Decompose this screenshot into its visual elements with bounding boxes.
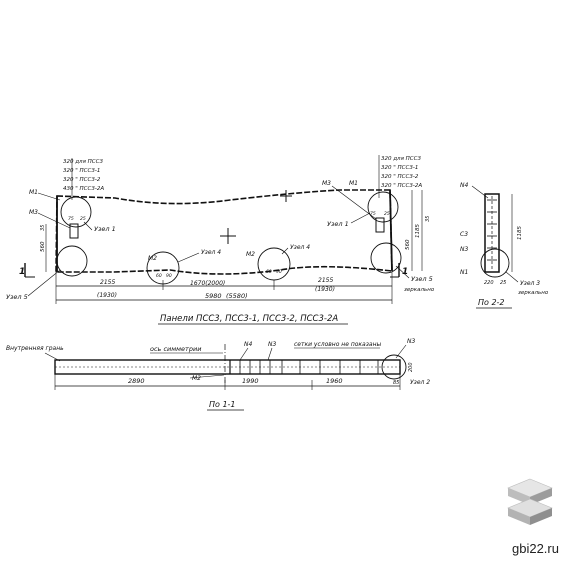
- label-uzel5-left: Узел 5: [6, 293, 28, 301]
- section22-mirror: зеркально: [518, 290, 549, 296]
- section11-reinforcement: [229, 360, 379, 374]
- section11-dim-5: 200: [408, 362, 414, 372]
- dim-mid: 1670(2000): [190, 280, 225, 287]
- section22-label-n1: N1: [460, 269, 468, 276]
- dim-right-span-alt: (1930): [315, 286, 335, 293]
- dim-90-a: 90: [166, 273, 172, 279]
- label-uzel1-right: Узел 1: [327, 220, 349, 228]
- section22-caption: По 2-2: [478, 298, 505, 307]
- panel-elevation: 320 для ПСС3 320 " ПСС3-1 320 " ПСС3-2 4…: [6, 155, 435, 304]
- section11-dim-2: 1990: [242, 377, 259, 385]
- embedded-m3-right: [375, 217, 385, 233]
- dim-right-small: 35: [425, 216, 431, 222]
- dim-25-b: 25: [384, 211, 390, 217]
- label-m1-right: М1: [349, 180, 358, 187]
- label-uzel5-right: Узел 5: [411, 275, 433, 283]
- dim-left-small: 35: [40, 225, 46, 231]
- dim-total: 5980: [205, 292, 222, 300]
- dim-25-a: 25: [80, 216, 86, 222]
- section-1-1: Внутренняя грань ось симметрии N4 N3 сет…: [6, 338, 430, 411]
- panel-title: Панели ПСС3, ПСС3-1, ПСС3-2, ПСС3-2А: [160, 314, 338, 324]
- section-mark-right: 1: [402, 267, 408, 277]
- section11-n4: N4: [244, 341, 252, 348]
- section22-outline: [484, 193, 500, 273]
- section11-uzel2: Узел 2: [410, 379, 430, 386]
- right-note-2: 320 " ПСС3-1: [381, 165, 418, 171]
- label-m3-left: М3: [29, 209, 38, 216]
- section11-dim-4: 85: [393, 380, 399, 386]
- label-uzel4-top: Узел 4: [201, 249, 221, 256]
- section22-node3-circle: [480, 248, 510, 278]
- dim-left-height: 560: [40, 241, 46, 252]
- left-note-4: 430 " ПСС3-2А: [63, 186, 104, 192]
- dim-right-height: 560: [405, 239, 411, 250]
- site-logo: [507, 478, 553, 525]
- section11-inner-face: Внутренняя грань: [6, 345, 64, 352]
- left-note-1: 320 для ПСС3: [63, 159, 103, 165]
- dim-75-a: 75: [68, 216, 74, 222]
- right-notes: 320 для ПСС3 320 " ПСС3-1 320 " ПСС3-2 3…: [378, 155, 422, 198]
- section22-height: 1185: [517, 226, 523, 240]
- site-watermark: gbi22.ru: [512, 541, 559, 556]
- dim-right-total: 1185: [415, 224, 421, 238]
- panel-outline: [55, 189, 393, 275]
- node5-circle-right: [370, 242, 402, 274]
- section22-width-2: 25: [500, 280, 506, 286]
- node1-circle-left: [60, 196, 92, 228]
- section22-label-c3: С3: [460, 231, 468, 238]
- section22-width-1: 220: [484, 280, 494, 286]
- section-mark-left: 1: [19, 267, 25, 277]
- section22-uzel3: Узел 3: [520, 280, 540, 287]
- label-m3-right: М3: [322, 180, 331, 187]
- dim-left-span-alt: (1930): [97, 292, 117, 299]
- section11-dim-3: 1960: [326, 377, 343, 385]
- section22-label-n4: N4: [460, 182, 468, 189]
- right-note-1: 320 для ПСС3: [381, 156, 421, 162]
- dim-90-b: 90: [276, 269, 282, 275]
- section11-n3b: N3: [407, 338, 415, 345]
- right-edge: [389, 189, 393, 272]
- dim-60-b: 60: [266, 269, 272, 275]
- embedded-m3-left: [69, 223, 79, 239]
- left-notes: 320 для ПСС3 320 " ПСС3-1 320 " ПСС3-2 4…: [63, 158, 104, 200]
- label-m2-right: М2: [246, 251, 255, 258]
- dim-60-a: 60: [156, 273, 162, 279]
- node1-circle-right: [367, 191, 399, 223]
- section11-node2-circle: [381, 354, 407, 380]
- section11-caption: По 1-1: [209, 400, 236, 409]
- right-note-4: 320 " ПСС3-2А: [381, 183, 422, 189]
- label-mirror-right: зеркально: [404, 287, 435, 293]
- section-2-2: 1185 N4 С3 N3 N1 220 25 Узел 3 зеркально…: [460, 182, 549, 309]
- left-note-3: 320 " ПСС3-2: [63, 177, 101, 183]
- node5-circle-left: [56, 245, 88, 277]
- node4-circle-right: [257, 247, 291, 281]
- right-note-3: 320 " ПСС3-2: [381, 174, 419, 180]
- section11-dim-1: 2890: [128, 377, 145, 385]
- dim-total-alt: (5580): [226, 292, 248, 300]
- label-uzel1-left: Узел 1: [94, 225, 116, 233]
- label-uzel4-right: Узел 4: [290, 244, 310, 251]
- section11-note: сетки условно не показаны: [294, 341, 382, 348]
- section22-label-n3: N3: [460, 246, 468, 253]
- label-m1-left: М1: [29, 189, 38, 196]
- dim-75-b: 75: [370, 211, 376, 217]
- section11-n3a: N3: [268, 341, 276, 348]
- section11-axis: ось симметрии: [150, 345, 201, 353]
- dim-right-span: 2155: [318, 277, 333, 284]
- label-m2-left: М2: [148, 255, 157, 262]
- section11-m2: М2: [192, 375, 201, 382]
- left-note-2: 320 " ПСС3-1: [63, 168, 100, 174]
- dim-left-span: 2155: [100, 279, 115, 286]
